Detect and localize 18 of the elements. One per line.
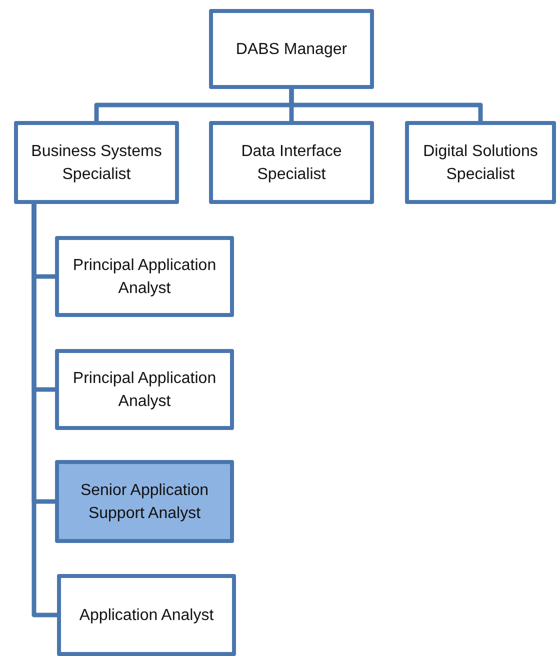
org-box [405, 121, 556, 204]
role-title: Digital Solutions Specialist [422, 142, 539, 184]
role-title: Senior Application Support Analyst [79, 480, 210, 524]
role-title: Business Systems Specialist [30, 142, 163, 184]
connector-line [289, 89, 483, 121]
role-title: Data Interface Specialist [240, 142, 343, 184]
org-box [209, 121, 374, 204]
connector-line [32, 204, 57, 618]
org-box [55, 349, 234, 430]
role-title: Principal Application Analyst [72, 256, 218, 298]
org-box [55, 460, 234, 543]
role-title: DABS Manager [236, 40, 348, 60]
org-box [55, 236, 234, 317]
org-box [209, 9, 374, 89]
org-box [14, 121, 179, 204]
role-title: Principal Application Analyst [72, 368, 218, 412]
role-title: Application Analyst [79, 606, 214, 626]
org-box [57, 574, 236, 656]
